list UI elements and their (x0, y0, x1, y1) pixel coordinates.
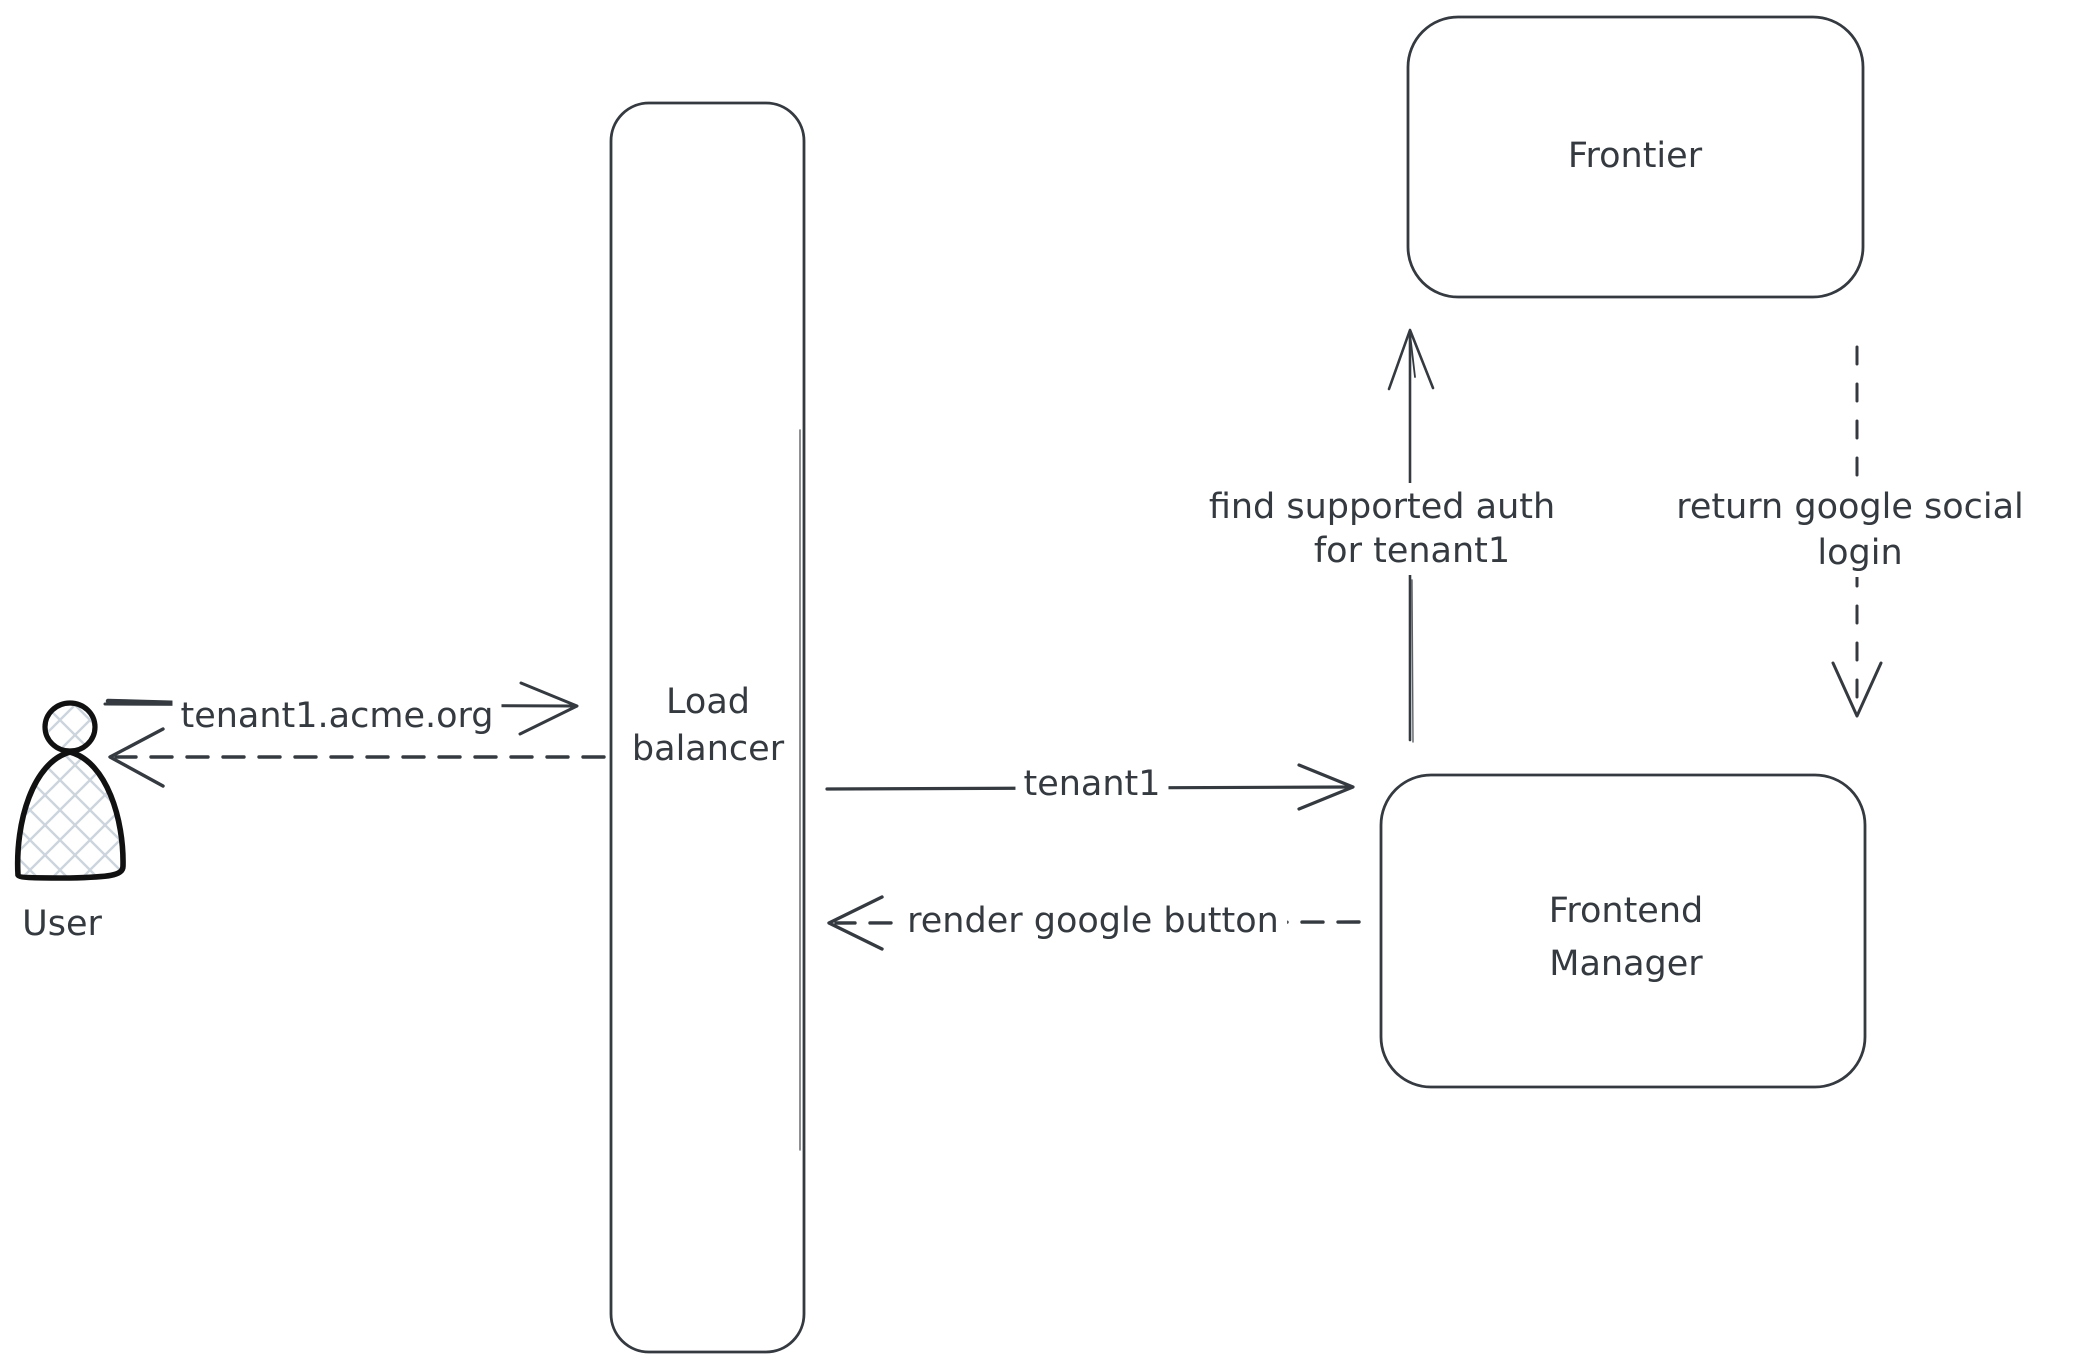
arrow-request-domain-label: tenant1.acme.org (172, 692, 502, 740)
arrow-render-google-button-label: render google button (899, 897, 1287, 945)
user-icon (14, 700, 126, 881)
load-balancer-node-overdraw (799, 429, 802, 1151)
load-balancer-label-line2: balancer (631, 729, 785, 769)
frontend-manager-label-line2: Manager (1549, 944, 1703, 984)
arrow-find-supported-auth-label-line2: for tenant1 (1305, 527, 1519, 575)
arrow-response-dashed (108, 727, 606, 788)
frontend-manager-label: Frontend Manager (1540, 884, 1712, 992)
arrow-return-google-social-login (1831, 345, 1883, 718)
arrow-return-google-social-label-line1: return google social (1668, 483, 2032, 531)
arrow-return-google-social-label-line2: login (1809, 529, 1911, 577)
user-label: User (22, 904, 102, 944)
frontend-manager-label-line1: Frontend (1548, 891, 1704, 931)
frontier-label: Frontier (1559, 132, 1711, 180)
load-balancer-label: Load balancer (623, 678, 793, 774)
arrow-find-supported-auth-label-line1: find supported auth (1200, 483, 1564, 531)
load-balancer-label-line1: Load (666, 682, 750, 722)
arrow-forward-tenant-label: tenant1 (1015, 760, 1169, 808)
